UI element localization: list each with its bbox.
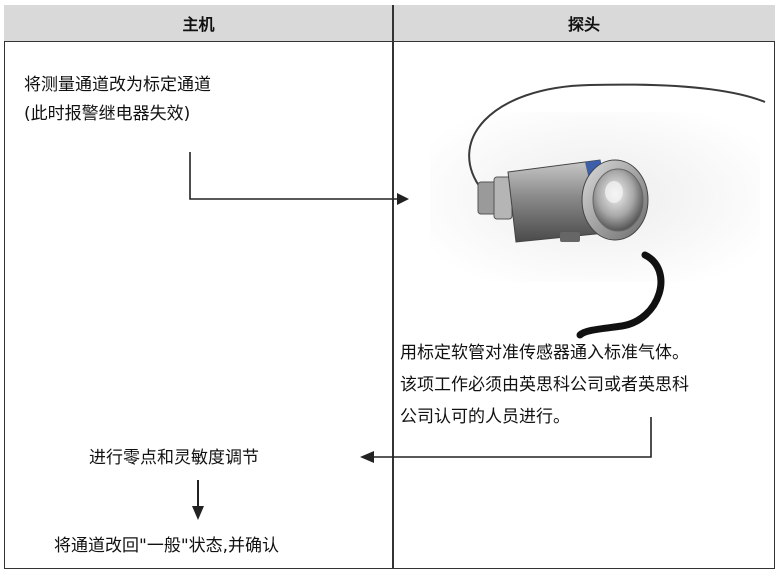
step1-line2: (此时报警继电器失效) xyxy=(24,104,191,124)
probe-note-line3: 公司认可的人员进行。 xyxy=(400,407,570,427)
probe-image xyxy=(430,83,766,282)
header-host: 主机 xyxy=(4,5,393,42)
header-probe: 探头 xyxy=(393,5,775,42)
probe-note-line2: 该项工作必须由英思科公司或者英思科 xyxy=(400,375,689,395)
probe-note-line1: 用标定软管对准传感器通入标准气体。 xyxy=(400,343,689,363)
step4-restore: 将通道改回"一般"状态,并确认 xyxy=(54,536,280,556)
step1-line1: 将测量通道改为标定通道 xyxy=(24,75,211,95)
step3-adjust: 进行零点和灵敏度调节 xyxy=(89,448,259,468)
probe-cable xyxy=(468,83,766,191)
column-divider xyxy=(392,5,394,569)
